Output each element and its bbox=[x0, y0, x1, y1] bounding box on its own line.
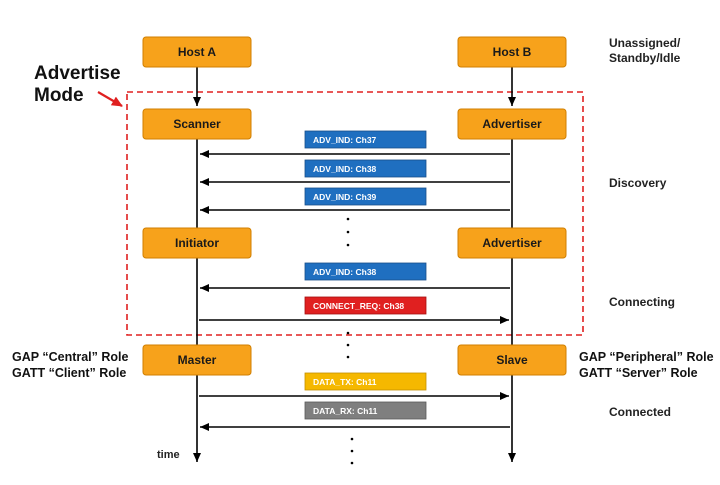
advertise-mode-title: Advertise Mode bbox=[34, 63, 121, 107]
advertiser-label-1: Advertiser bbox=[482, 117, 542, 131]
message-4: ADV_IND: Ch38 bbox=[200, 262, 510, 292]
message-4-label: ADV_IND: Ch38 bbox=[313, 267, 377, 277]
message-3-label-box bbox=[304, 187, 427, 206]
ellipsis-dots-1 bbox=[346, 217, 350, 247]
slave-box: Slave bbox=[457, 344, 567, 376]
message-5: CONNECT_REQ: Ch38 bbox=[199, 296, 509, 324]
advertise-mode-title-line2: Mode bbox=[34, 85, 84, 106]
message-5-label: CONNECT_REQ: Ch38 bbox=[313, 301, 404, 311]
scanner-label: Scanner bbox=[173, 117, 221, 131]
host-a-label: Host A bbox=[178, 45, 217, 59]
state-idle-line2: Standby/Idle bbox=[609, 51, 681, 65]
time-axis-label: time bbox=[157, 449, 180, 461]
peripheral-role-line1: GAP “Peripheral” Role bbox=[579, 350, 714, 364]
message-6-label: DATA_TX: Ch11 bbox=[313, 377, 377, 387]
central-role-line2: GATT “Client” Role bbox=[12, 366, 127, 380]
message-3-label: ADV_IND: Ch39 bbox=[313, 192, 377, 202]
message-3: ADV_IND: Ch39 bbox=[200, 187, 510, 214]
state-idle: Unassigned/ Standby/Idle bbox=[609, 36, 680, 66]
message-7: DATA_RX: Ch11 bbox=[200, 401, 510, 431]
ellipsis-dots-2 bbox=[346, 331, 350, 359]
message-1-label: ADV_IND: Ch37 bbox=[313, 135, 377, 145]
state-idle-line1: Unassigned/ bbox=[609, 36, 681, 50]
state-connected: Connected bbox=[609, 405, 672, 419]
message-2: ADV_IND: Ch38 bbox=[200, 159, 510, 186]
advertise-mode-title-line1: Advertise bbox=[34, 63, 121, 84]
peripheral-role-label: GAP “Peripheral” Role GATT “Server” Role bbox=[579, 349, 714, 381]
initiator-label: Initiator bbox=[175, 236, 219, 250]
message-2-label: ADV_IND: Ch38 bbox=[313, 164, 377, 174]
message-2-label-box bbox=[304, 159, 427, 178]
ellipsis-dots-3 bbox=[350, 437, 354, 465]
message-1: ADV_IND: Ch37 bbox=[200, 130, 510, 158]
advertise-pointer-arrow bbox=[97, 91, 123, 107]
message-6-label-box bbox=[304, 372, 427, 391]
state-connecting: Connecting bbox=[609, 295, 675, 309]
master-box: Master bbox=[142, 344, 252, 376]
message-6: DATA_TX: Ch11 bbox=[199, 372, 509, 400]
scanner-box: Scanner bbox=[142, 108, 252, 140]
message-7-label-box bbox=[304, 401, 427, 420]
state-discovery: Discovery bbox=[609, 176, 667, 190]
advertiser-box-1: Advertiser bbox=[457, 108, 567, 140]
central-role-label: GAP “Central” Role GATT “Client” Role bbox=[12, 349, 128, 381]
master-label: Master bbox=[178, 353, 217, 367]
host-b-label: Host B bbox=[493, 45, 532, 59]
message-4-label-box bbox=[304, 262, 427, 281]
advertiser-label-2: Advertiser bbox=[482, 236, 542, 250]
host-a-box: Host A bbox=[142, 36, 252, 68]
slave-label: Slave bbox=[496, 353, 528, 367]
peripheral-role-line2: GATT “Server” Role bbox=[579, 366, 698, 380]
message-1-label-box bbox=[304, 130, 427, 149]
advertiser-box-2: Advertiser bbox=[457, 227, 567, 259]
central-role-line1: GAP “Central” Role bbox=[12, 350, 129, 364]
initiator-box: Initiator bbox=[142, 227, 252, 259]
host-b-box: Host B bbox=[457, 36, 567, 68]
message-5-label-box bbox=[304, 296, 427, 315]
message-7-label: DATA_RX: Ch11 bbox=[313, 406, 378, 416]
